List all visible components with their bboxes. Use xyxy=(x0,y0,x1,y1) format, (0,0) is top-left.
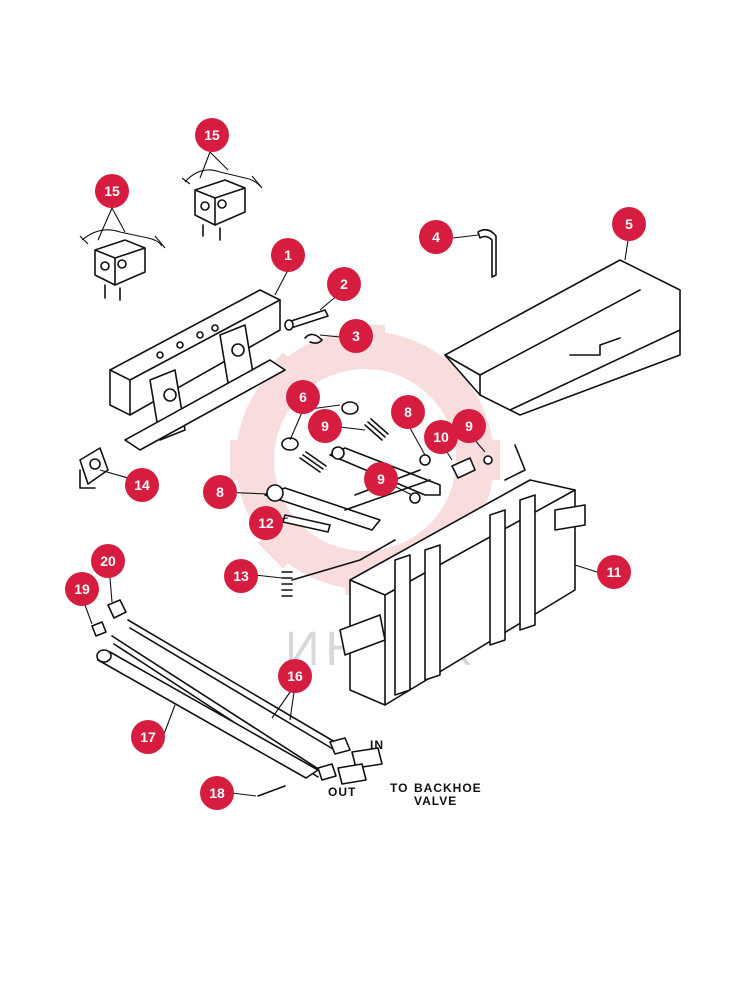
callout-3[interactable]: 3 xyxy=(339,319,373,353)
svg-text:5: 5 xyxy=(625,216,633,232)
svg-text:3: 3 xyxy=(352,328,360,344)
clamp-4 xyxy=(477,228,497,278)
svg-text:2: 2 xyxy=(340,276,348,292)
to-label: TO xyxy=(390,781,408,795)
callout-16[interactable]: 16 xyxy=(278,659,312,693)
svg-text:8: 8 xyxy=(404,404,412,420)
callout-1[interactable]: 1 xyxy=(271,238,305,272)
valve-label: VALVE xyxy=(414,794,457,808)
svg-text:15: 15 xyxy=(104,183,120,199)
svg-text:12: 12 xyxy=(258,515,274,531)
fitting-19 xyxy=(91,621,107,637)
svg-text:16: 16 xyxy=(287,668,303,684)
screw-18 xyxy=(257,785,286,797)
callout-15-lower[interactable]: 15 xyxy=(95,174,129,208)
svg-text:14: 14 xyxy=(134,477,150,493)
clip-3 xyxy=(304,333,323,344)
callout-9-b[interactable]: 9 xyxy=(452,409,486,443)
callout-5[interactable]: 5 xyxy=(612,207,646,241)
svg-text:6: 6 xyxy=(299,389,307,405)
bracket-15-upper xyxy=(181,169,263,241)
callout-17[interactable]: 17 xyxy=(131,720,165,754)
svg-text:1: 1 xyxy=(284,247,292,263)
fitting-20 xyxy=(107,599,127,619)
main-frame-11 xyxy=(339,479,586,706)
pin-2 xyxy=(284,309,329,331)
callout-8-a[interactable]: 8 xyxy=(391,395,425,429)
callout-9-a[interactable]: 9 xyxy=(308,409,342,443)
svg-text:17: 17 xyxy=(140,729,156,745)
callout-19[interactable]: 19 xyxy=(65,572,99,606)
callout-6[interactable]: 6 xyxy=(286,380,320,414)
callout-13[interactable]: 13 xyxy=(224,559,258,593)
svg-text:11: 11 xyxy=(607,564,622,580)
connector-in xyxy=(351,747,383,769)
svg-text:18: 18 xyxy=(209,785,225,801)
svg-text:9: 9 xyxy=(377,471,385,487)
callout-18[interactable]: 18 xyxy=(200,776,234,810)
callout-15-upper[interactable]: 15 xyxy=(195,118,229,152)
svg-text:4: 4 xyxy=(432,229,440,245)
svg-text:8: 8 xyxy=(216,484,224,500)
bracket-14 xyxy=(79,447,109,489)
spring-13 xyxy=(281,539,396,597)
out-label: OUT xyxy=(328,785,356,799)
svg-text:19: 19 xyxy=(74,581,90,597)
cover-plate-5 xyxy=(444,259,681,416)
in-label: IN xyxy=(370,738,384,752)
svg-text:9: 9 xyxy=(465,418,473,434)
callout-4[interactable]: 4 xyxy=(419,220,453,254)
svg-text:15: 15 xyxy=(204,127,220,143)
svg-text:9: 9 xyxy=(321,418,329,434)
callout-20[interactable]: 20 xyxy=(91,544,125,578)
frame-plate-1 xyxy=(109,289,286,451)
callout-2[interactable]: 2 xyxy=(327,267,361,301)
callout-9-c[interactable]: 9 xyxy=(364,462,398,496)
sleeve-17 xyxy=(96,649,319,779)
callout-8-b[interactable]: 8 xyxy=(203,475,237,509)
svg-text:13: 13 xyxy=(233,568,249,584)
callout-11[interactable]: 11 xyxy=(597,555,631,589)
connector-out xyxy=(337,763,367,785)
callout-10[interactable]: 10 xyxy=(424,420,458,454)
svg-text:10: 10 xyxy=(433,429,449,445)
svg-text:20: 20 xyxy=(100,553,116,569)
callout-12[interactable]: 12 xyxy=(249,506,283,540)
bracket-15-lower xyxy=(79,229,166,301)
callout-14[interactable]: 14 xyxy=(125,468,159,502)
backhoe-label: BACKHOE xyxy=(414,781,482,795)
